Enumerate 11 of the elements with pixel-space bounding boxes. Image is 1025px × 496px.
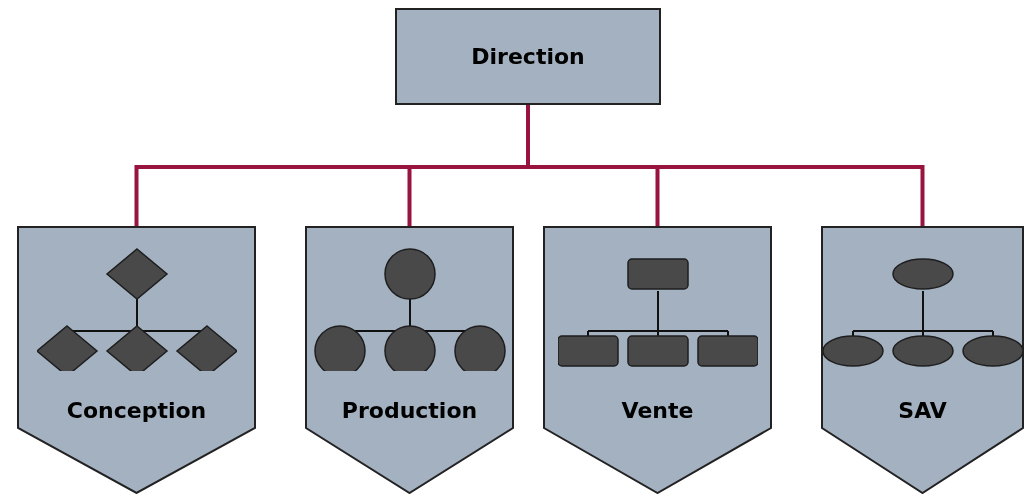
process-box [395, 8, 661, 105]
department-label: SAV [898, 397, 947, 425]
department-shield [543, 226, 772, 494]
department-label: Conception [66, 397, 207, 425]
connector-line [526, 105, 925, 226]
department-shield [305, 226, 514, 494]
department-label: Production [341, 397, 478, 425]
box-label: Direction [471, 43, 585, 71]
department-shield [821, 226, 1024, 494]
department-shield [17, 226, 256, 494]
department-label: Vente [621, 397, 694, 425]
